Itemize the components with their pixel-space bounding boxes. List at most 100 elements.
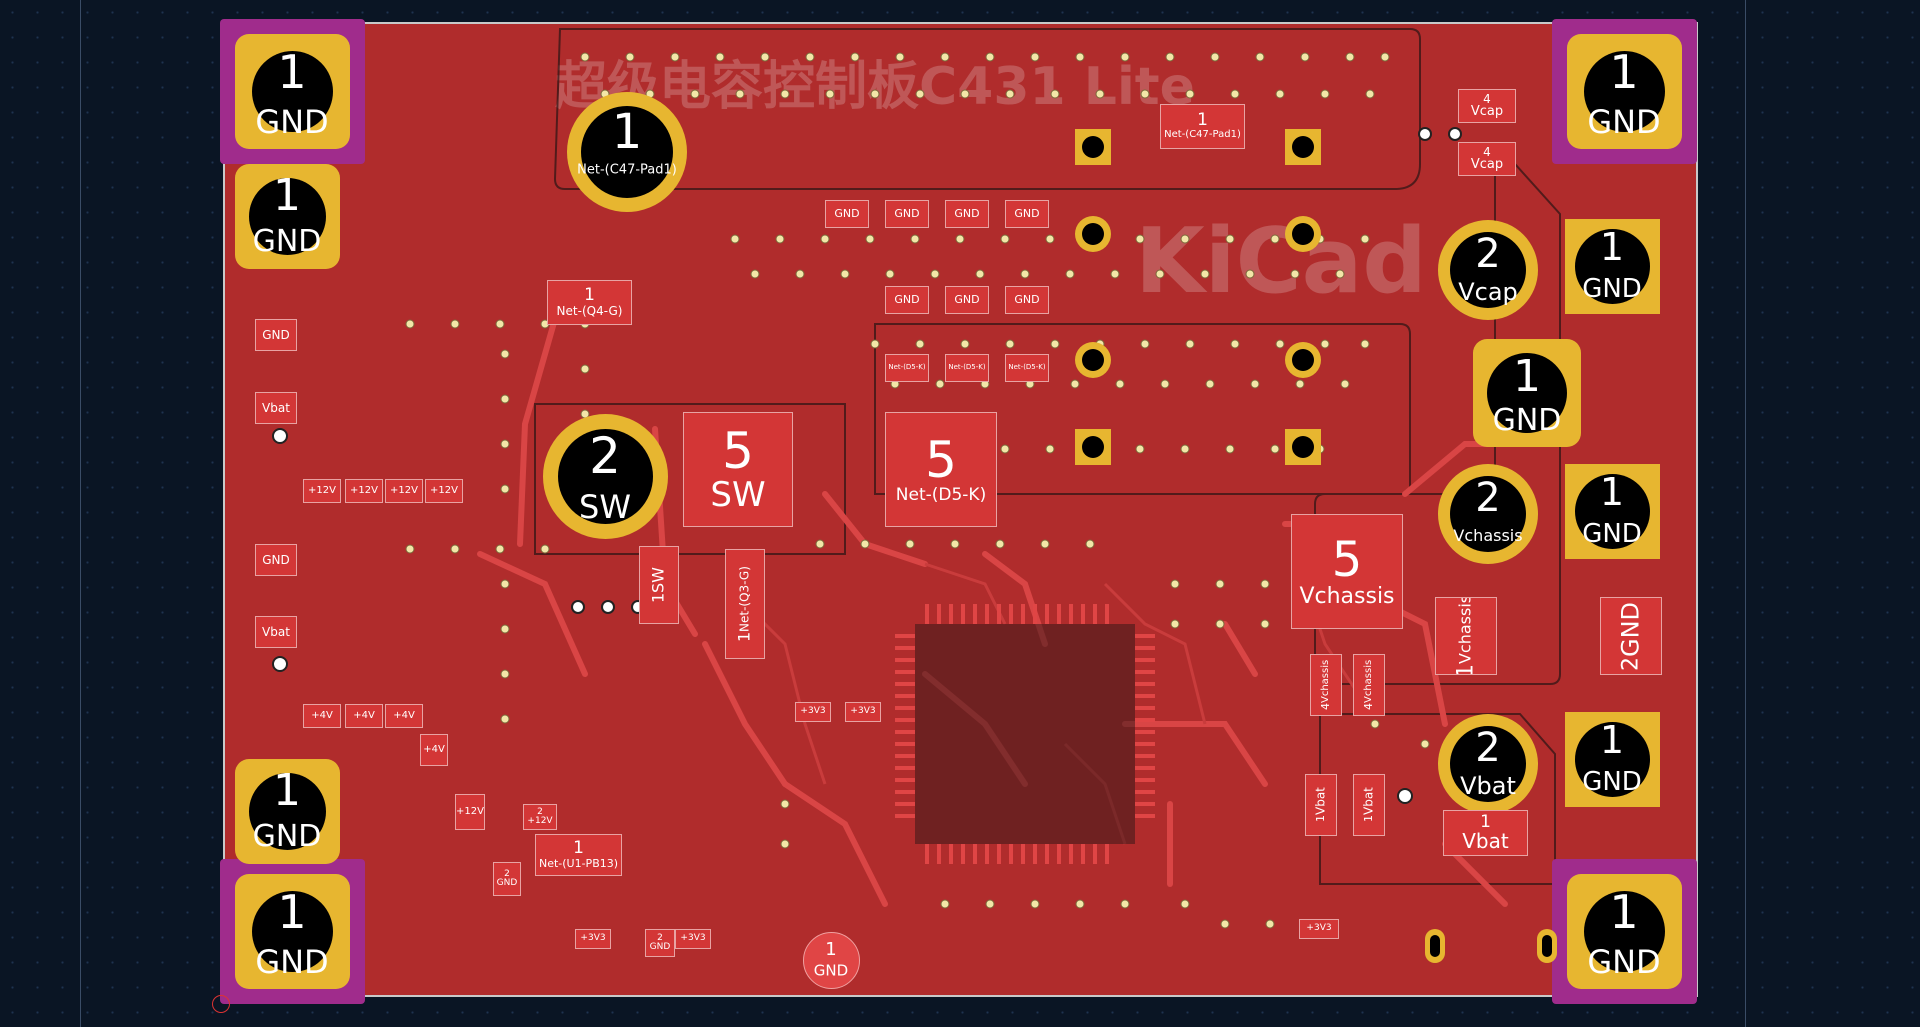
pad-gnd-corner-tl[interactable]: 1 GND xyxy=(235,34,350,149)
pad-net: Net-(D5-K) xyxy=(1008,363,1046,372)
pad-3v3[interactable]: +3V3 xyxy=(1299,919,1339,939)
pad-4v[interactable]: +4V xyxy=(420,734,448,766)
pad-q3g-smd[interactable]: 1 Net-(Q3-G) xyxy=(725,549,765,659)
pad-gnd-small[interactable]: GND xyxy=(1005,286,1049,314)
pad-gnd-tht-mid[interactable]: 1 GND xyxy=(1473,339,1581,447)
pad-gnd-square-2[interactable]: 1 GND xyxy=(1565,464,1660,559)
pad-number: 2 xyxy=(589,427,621,485)
pad-4v[interactable]: +4V xyxy=(385,704,423,728)
pad-gnd-small-round[interactable]: 1 GND xyxy=(803,932,860,989)
pad-q4g-smd[interactable]: 1 Net-(Q4-G) xyxy=(547,280,632,325)
pad-12v[interactable]: +12V xyxy=(425,479,463,503)
pad-small-square-tht[interactable] xyxy=(1075,429,1111,465)
pad-d5k-small[interactable]: Net-(D5-K) xyxy=(1005,354,1049,382)
pad-vbat-smd-1b[interactable]: 1 Vbat xyxy=(1353,774,1385,836)
pad-gnd-square-1[interactable]: 1 GND xyxy=(1565,219,1660,314)
pad-vchassis-smd-5[interactable]: 5 Vchassis xyxy=(1291,514,1403,629)
pad-c47-tht[interactable]: 1 Net-(C47-Pad1) xyxy=(567,92,687,212)
pad-small-round-tht[interactable] xyxy=(1285,216,1321,252)
pad-small-round-tht[interactable] xyxy=(1075,342,1111,378)
pad-number: 1 xyxy=(1599,225,1625,269)
pad-vbat-smd-1a[interactable]: 1 Vbat xyxy=(1305,774,1337,836)
pad-3v3[interactable]: +3V3 xyxy=(845,702,881,722)
pad-3v3[interactable]: +3V3 xyxy=(675,929,711,949)
pad-3v3[interactable]: +3V3 xyxy=(795,702,831,722)
pad-vchassis-smd-4a[interactable]: 4 Vchassis xyxy=(1310,654,1342,716)
pad-gnd-small[interactable]: GND xyxy=(885,200,929,228)
pad-gnd-small[interactable]: GND xyxy=(1005,200,1049,228)
pad-vcap-tht[interactable]: 2 Vcap xyxy=(1438,220,1538,320)
pad-number: 1 xyxy=(277,45,307,99)
pad-gnd-corner-br[interactable]: 1 GND xyxy=(1567,874,1682,989)
pad-net: Net-(D5-K) xyxy=(895,484,987,505)
pad-net: GND xyxy=(252,819,322,854)
pad-gnd-small-row[interactable]: 2 GND xyxy=(645,929,675,957)
pad-net: +3V3 xyxy=(800,706,826,717)
pad-vbat-left[interactable]: Vbat xyxy=(255,616,297,648)
pad-gnd-small[interactable]: GND xyxy=(885,286,929,314)
pad-net: GND xyxy=(262,552,290,567)
pad-vchassis-smd-1[interactable]: 1 Vchassis xyxy=(1435,597,1497,675)
pad-vchassis-smd-4b[interactable]: 4 Vchassis xyxy=(1353,654,1385,716)
pad-number: 2 xyxy=(657,932,663,943)
pad-u1pb13-smd[interactable]: 1 Net-(U1-PB13) xyxy=(535,834,622,876)
pcb-board[interactable]: 超级电容控制板C431 Lite KiCad xyxy=(220,19,1698,1004)
pad-gnd-left[interactable]: GND xyxy=(255,544,297,576)
slot-pad[interactable] xyxy=(1425,929,1445,963)
pad-net: GND xyxy=(1492,403,1562,438)
pad-c47-smd[interactable]: 1 Net-(C47-Pad1) xyxy=(1160,104,1245,149)
pad-net: Net-(U1-PB13) xyxy=(538,857,619,871)
pad-net: Vchassis xyxy=(1319,659,1331,704)
pad-net: GND xyxy=(834,207,860,221)
pad-4v[interactable]: +4V xyxy=(345,704,383,728)
pad-small-square-tht[interactable] xyxy=(1075,129,1111,165)
pad-vchassis-tht[interactable]: 2 Vchassis xyxy=(1438,464,1538,564)
pad-number: 1 xyxy=(584,285,595,306)
pad-gnd-small[interactable]: GND xyxy=(825,200,869,228)
pad-3v3[interactable]: +3V3 xyxy=(575,929,611,949)
pad-net: +4V xyxy=(311,709,333,721)
pad-gnd-smd-2[interactable]: 2 GND xyxy=(1600,597,1662,675)
pad-net: +12V xyxy=(456,805,484,817)
pad-d5k-small[interactable]: Net-(D5-K) xyxy=(885,354,929,382)
pad-vcap-smd-4b[interactable]: 4 Vcap xyxy=(1458,142,1516,176)
pad-vbat-smd-1[interactable]: 1 Vbat xyxy=(1443,810,1528,856)
pad-net: Vchassis xyxy=(1362,659,1374,704)
pad-gnd-left-3[interactable]: 1 GND xyxy=(235,759,340,864)
slot-pad[interactable] xyxy=(1537,929,1557,963)
pad-sw-smd-5[interactable]: 5 SW xyxy=(683,412,793,527)
pad-net: Vbat xyxy=(1460,772,1516,800)
kicad-logo: KiCad xyxy=(1135,209,1427,314)
pad-gnd-small[interactable]: GND xyxy=(945,200,989,228)
pad-12v[interactable]: +12V xyxy=(303,479,341,503)
pad-number: 2 xyxy=(1475,475,1501,521)
pad-small-square-tht[interactable] xyxy=(1285,429,1321,465)
pad-gnd-left-2[interactable]: 1 GND xyxy=(235,164,340,269)
pad-net: Net-(Q4-G) xyxy=(556,304,623,319)
pad-vbat-left[interactable]: Vbat xyxy=(255,392,297,424)
pad-small-round-tht[interactable] xyxy=(1285,342,1321,378)
pad-number: 1 xyxy=(1362,815,1376,823)
pad-12v[interactable]: +12V xyxy=(345,479,383,503)
pad-small-square-tht[interactable] xyxy=(1285,129,1321,165)
pad-sw-tht[interactable]: 2 SW xyxy=(543,414,668,539)
pad-gnd-corner-tr[interactable]: 1 GND xyxy=(1567,34,1682,149)
pad-gnd-small[interactable]: GND xyxy=(945,286,989,314)
pad-number: 1 xyxy=(1314,815,1328,823)
pad-gnd-left[interactable]: GND xyxy=(255,319,297,351)
pad-12v-small[interactable]: 2 +12V xyxy=(523,804,557,830)
pad-net: Net-(C47-Pad1) xyxy=(1164,129,1241,141)
pad-12v[interactable]: +12V xyxy=(385,479,423,503)
pad-gnd-corner-bl[interactable]: 1 GND xyxy=(235,874,350,989)
pad-vbat-tht[interactable]: 2 Vbat xyxy=(1438,714,1538,814)
pad-d5k-smd-5[interactable]: 5 Net-(D5-K) xyxy=(885,412,997,527)
pad-sw-smd-1[interactable]: 1 SW xyxy=(639,546,679,624)
pad-gnd-square-3[interactable]: 1 GND xyxy=(1565,712,1660,807)
pad-d5k-small[interactable]: Net-(D5-K) xyxy=(945,354,989,382)
pad-4v[interactable]: +4V xyxy=(303,704,341,728)
pad-gnd-small[interactable]: 2 GND xyxy=(493,862,521,896)
pad-vcap-smd-4a[interactable]: 4 Vcap xyxy=(1458,89,1516,123)
pad-small-round-tht[interactable] xyxy=(1075,216,1111,252)
pad-12v[interactable]: +12V xyxy=(455,794,485,830)
